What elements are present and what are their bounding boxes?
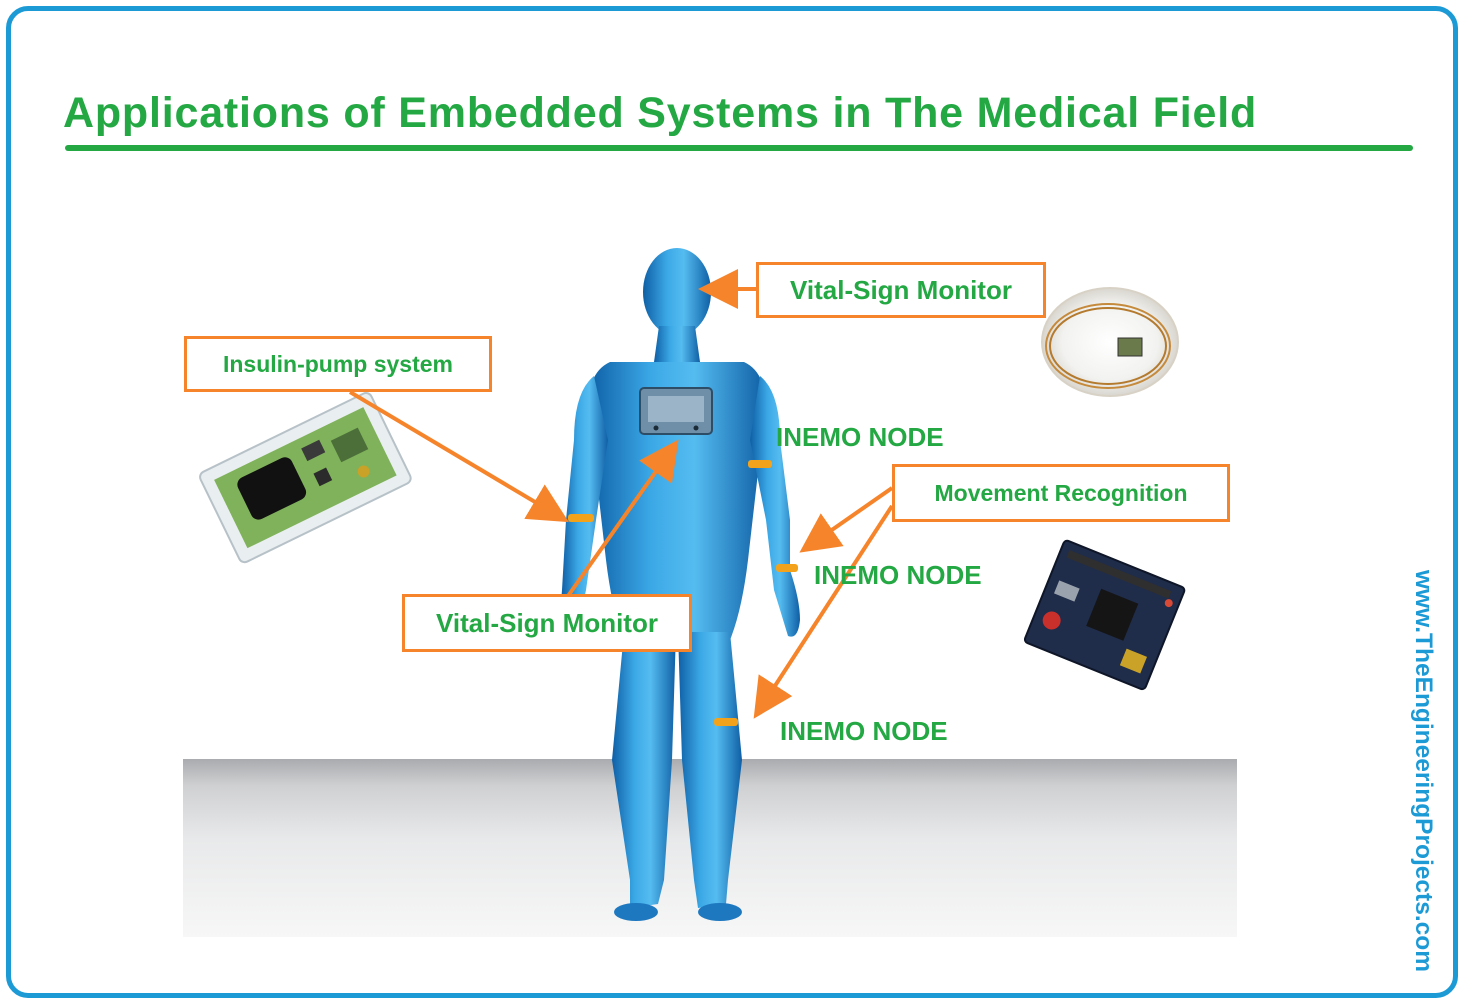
body-right-foot <box>698 903 742 921</box>
label-movement-recognition: Movement Recognition <box>892 464 1230 522</box>
watermark-url: www.TheEngineeringProjects.com <box>1410 569 1437 972</box>
label-vital-sign-chest: Vital-Sign Monitor <box>402 594 692 652</box>
body-left-leg <box>612 632 676 908</box>
diagram-title: Applications of Embedded Systems in The … <box>63 89 1258 137</box>
watermark-text-canvas: www.TheEngineeringProjects.com <box>1410 569 1437 972</box>
arrow-vital-sign-to-chest <box>566 439 679 598</box>
label-vital-sign-head: Vital-Sign Monitor <box>756 262 1046 318</box>
arrow-insulin-to-arm <box>348 390 569 523</box>
body-left-arm <box>561 376 608 620</box>
sensor-band-right-arm <box>748 460 772 468</box>
insulin-pump-board-image <box>199 392 412 564</box>
chest-monitor-device <box>639 387 713 435</box>
body-neck <box>654 326 700 362</box>
body-right-arm <box>750 376 800 637</box>
arrow-movement-to-wrist <box>799 486 894 553</box>
arrow-movement-to-knee <box>753 504 894 719</box>
body-head <box>643 248 711 336</box>
sensor-band-wrist <box>776 564 798 572</box>
title-underline <box>65 145 1413 151</box>
human-body-figure <box>561 248 800 921</box>
body-right-leg <box>678 632 742 908</box>
wireless-coil-image <box>1041 287 1179 397</box>
label-insulin-pump: Insulin-pump system <box>184 336 492 392</box>
label-inemo-node-wrist: INEMO NODE <box>814 560 982 590</box>
movement-board-image <box>1023 539 1186 691</box>
label-inemo-node-knee: INEMO NODE <box>780 716 948 746</box>
body-torso <box>588 362 766 640</box>
sensor-band-knee <box>714 718 738 726</box>
label-inemo-node-arm: INEMO NODE <box>776 422 944 452</box>
sensor-band-left-arm <box>568 514 594 522</box>
body-left-foot <box>614 903 658 921</box>
